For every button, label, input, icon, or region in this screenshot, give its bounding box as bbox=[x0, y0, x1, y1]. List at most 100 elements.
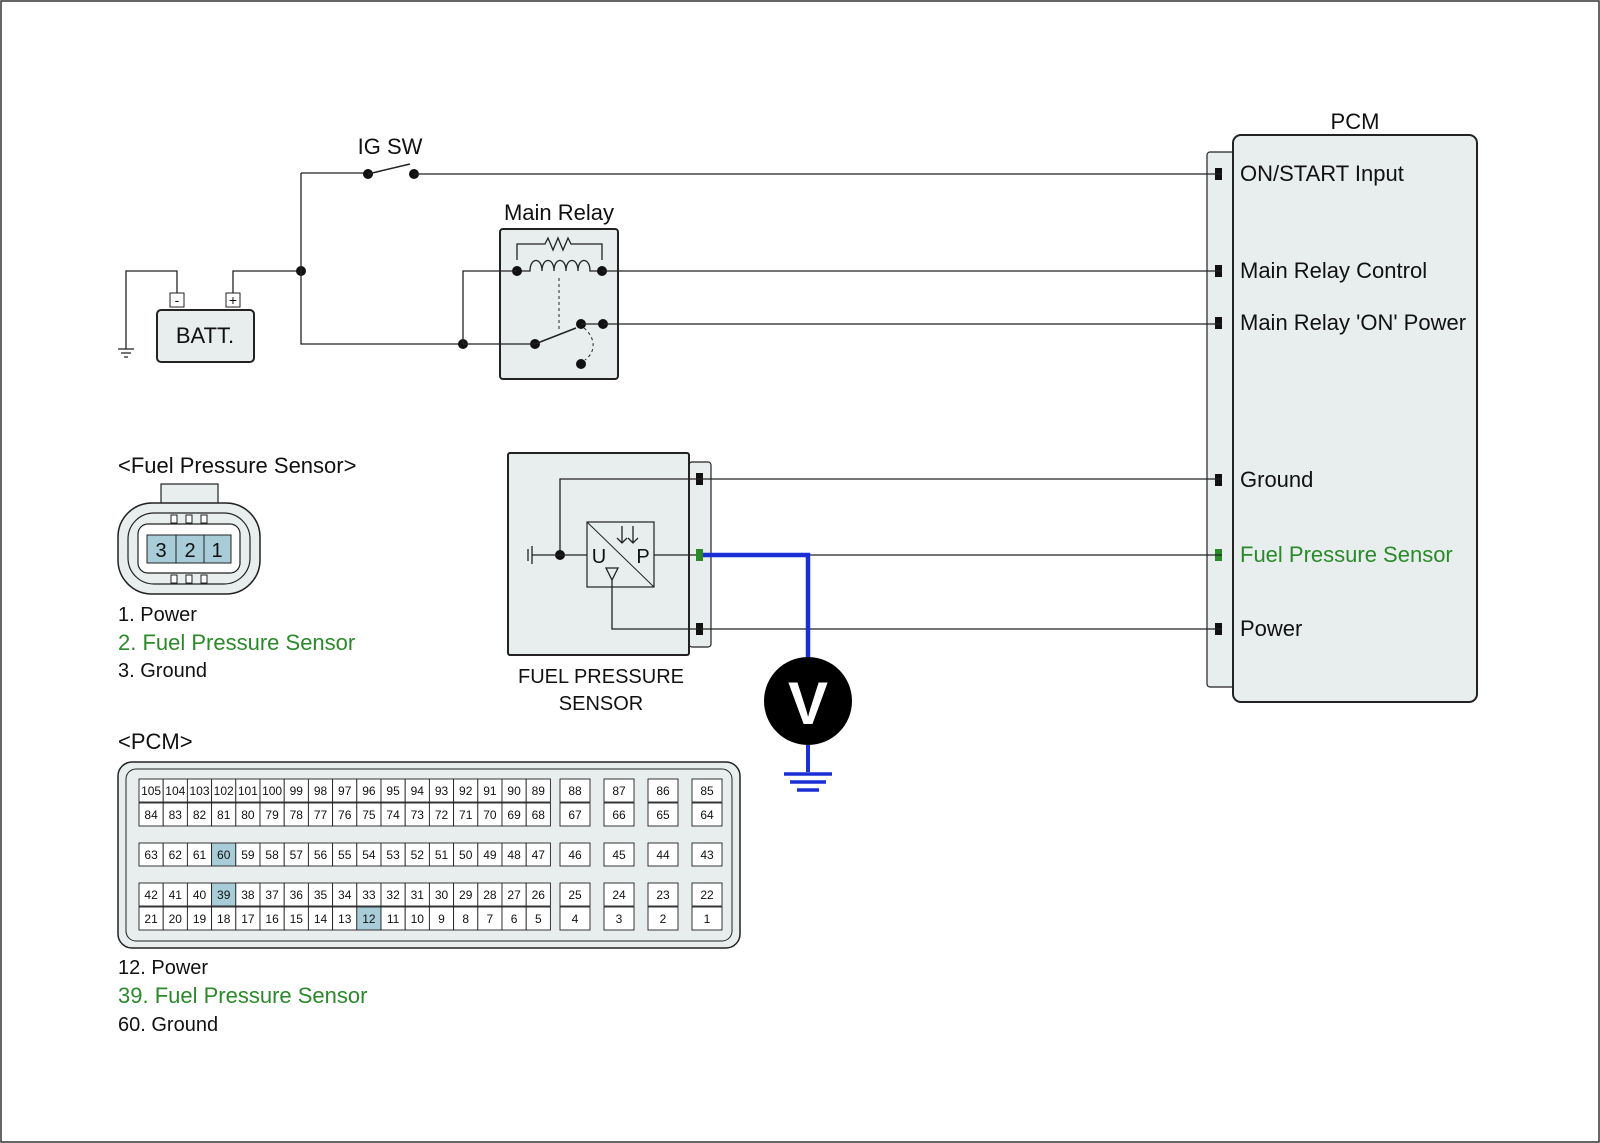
sensor-label-line2: SENSOR bbox=[559, 693, 643, 715]
pcm-pin-number: 44 bbox=[656, 848, 670, 862]
relay-resistor bbox=[516, 236, 603, 260]
pcm-pin-number: 28 bbox=[483, 888, 497, 902]
transducer-diagonal bbox=[586, 521, 655, 588]
pcm-pin-number: 93 bbox=[435, 784, 449, 798]
pcm-pin-number: 10 bbox=[411, 912, 425, 926]
relay-switch-contact bbox=[576, 359, 586, 369]
pcm-pin-cell bbox=[559, 842, 591, 867]
pcm-pin-number: 23 bbox=[656, 888, 670, 902]
pcm-pin-number: 25 bbox=[568, 888, 582, 902]
relay-switch-blade bbox=[534, 327, 577, 345]
pcm-block bbox=[1232, 134, 1478, 703]
pcm-pin-cell bbox=[691, 778, 723, 803]
pcm-pin-cell bbox=[603, 778, 635, 803]
battery-minus-label: - bbox=[175, 292, 180, 308]
connector-key bbox=[200, 574, 208, 584]
pcm-pin-number: 72 bbox=[435, 808, 449, 822]
pcm-pin-number: 7 bbox=[487, 912, 494, 926]
connector-latch bbox=[160, 483, 219, 505]
pcm-pin-number: 3 bbox=[616, 912, 623, 926]
pcm-pin-number: 60 bbox=[217, 848, 231, 862]
pcm-terminal-label: Main Relay Control bbox=[1240, 258, 1427, 283]
pcm-pin-number: 48 bbox=[507, 848, 521, 862]
battery-plus-label: + bbox=[229, 292, 237, 308]
pressure-arrows-icon bbox=[616, 526, 639, 544]
pcm-pin-number: 12 bbox=[362, 912, 376, 926]
fuel-pin-description: 1. Power bbox=[118, 604, 197, 626]
ig-switch-blade bbox=[367, 163, 411, 175]
pcm-pin-number: 4 bbox=[572, 912, 579, 926]
ig-switch-label: IG SW bbox=[358, 134, 423, 159]
pcm-pin-number: 56 bbox=[314, 848, 328, 862]
pcm-terminal-marker bbox=[1215, 317, 1222, 329]
pcm-pin-number: 62 bbox=[169, 848, 183, 862]
pcm-pin-cell bbox=[603, 842, 635, 867]
connector-key bbox=[170, 574, 178, 584]
voltmeter-label: V bbox=[788, 670, 828, 737]
pcm-pin-number: 20 bbox=[169, 912, 183, 926]
pcm-terminal-label-signal: Fuel Pressure Sensor bbox=[1240, 542, 1453, 567]
relay-coil-feed-wire bbox=[462, 270, 517, 344]
connector-pin-number: 1 bbox=[211, 540, 222, 562]
pcm-terminal-marker bbox=[1215, 474, 1222, 486]
pcm-pin-number: 54 bbox=[362, 848, 376, 862]
pcm-pin-cell bbox=[647, 802, 679, 827]
pcm-terminal-label: Power bbox=[1240, 616, 1302, 641]
pcm-pin-number: 15 bbox=[290, 912, 304, 926]
pcm-pin-number: 49 bbox=[483, 848, 497, 862]
pcm-pin-number: 21 bbox=[144, 912, 158, 926]
pcm-pin-cell bbox=[525, 802, 551, 827]
pcm-pin-number: 84 bbox=[144, 808, 158, 822]
connector-pin-number: 3 bbox=[155, 540, 166, 562]
pcm-pin-cell bbox=[525, 882, 551, 907]
pcm-pin-number: 16 bbox=[265, 912, 279, 926]
pcm-pin-number: 95 bbox=[386, 784, 400, 798]
pcm-pin-number: 97 bbox=[338, 784, 352, 798]
pcm-pin-number: 53 bbox=[386, 848, 400, 862]
pcm-pin-cell bbox=[559, 802, 591, 827]
pcm-pin-cell bbox=[691, 802, 723, 827]
pcm-pin-number: 90 bbox=[507, 784, 521, 798]
sensor-label-line1: FUEL PRESSURE bbox=[518, 666, 684, 688]
pcm-pin-number: 68 bbox=[532, 808, 546, 822]
pcm-pin-number: 66 bbox=[612, 808, 626, 822]
pcm-pin-number: 26 bbox=[532, 888, 546, 902]
pcm-pin-number: 83 bbox=[169, 808, 183, 822]
pcm-pin-cell bbox=[525, 906, 551, 931]
pcm-pin-cell bbox=[603, 906, 635, 931]
pcm-pin-number: 64 bbox=[700, 808, 714, 822]
pcm-pin-cell bbox=[525, 778, 551, 803]
connector-pin-cell bbox=[203, 534, 232, 564]
pcm-pin-cell bbox=[559, 906, 591, 931]
pcm-pin-number: 22 bbox=[700, 888, 714, 902]
pcm-pin-number: 33 bbox=[362, 888, 376, 902]
connector-pin-cell bbox=[146, 534, 177, 564]
pcm-pin-number: 99 bbox=[290, 784, 304, 798]
pcm-pin-number: 101 bbox=[238, 784, 258, 798]
pcm-pin-cell bbox=[603, 882, 635, 907]
fuel-connector-title: <Fuel Pressure Sensor> bbox=[118, 453, 356, 478]
relay-dashed-arc bbox=[583, 327, 594, 361]
ground-symbol bbox=[784, 772, 832, 792]
voltmeter-probe-wire bbox=[703, 552, 811, 660]
pcm-pin-number: 85 bbox=[700, 784, 714, 798]
pcm-pin-number: 45 bbox=[612, 848, 626, 862]
pcm-pin-number: 61 bbox=[193, 848, 207, 862]
pcm-pin-number: 29 bbox=[459, 888, 473, 902]
pcm-pin-number: 69 bbox=[507, 808, 521, 822]
battery-body bbox=[156, 309, 255, 363]
pcm-pin-number: 14 bbox=[314, 912, 328, 926]
pcm-pin-number: 6 bbox=[511, 912, 518, 926]
pcm-pin-number: 13 bbox=[338, 912, 352, 926]
pcm-pin-number: 77 bbox=[314, 808, 328, 822]
pcm-pin-number: 76 bbox=[338, 808, 352, 822]
pcm-pin-cell bbox=[525, 842, 551, 867]
pcm-pin-number: 92 bbox=[459, 784, 473, 798]
pcm-pin-description: 12. Power bbox=[118, 957, 208, 979]
pcm-pin-description-signal: 39. Fuel Pressure Sensor bbox=[118, 983, 367, 1008]
pcm-pin-number: 71 bbox=[459, 808, 473, 822]
connector-pin-number: 2 bbox=[184, 540, 195, 562]
